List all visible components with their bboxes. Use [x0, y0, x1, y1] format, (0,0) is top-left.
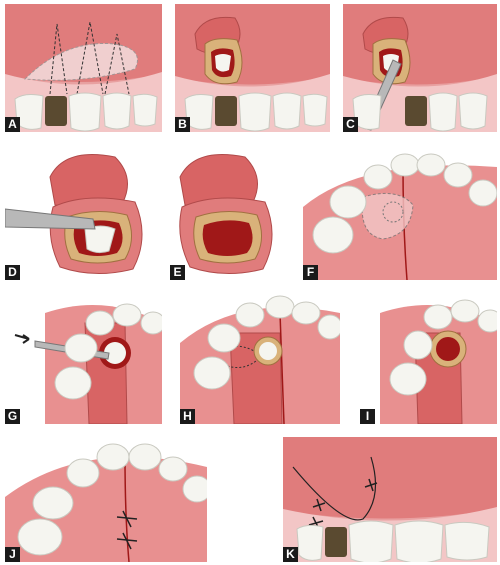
panel-label: H	[180, 409, 195, 424]
panel-label: I	[360, 409, 375, 424]
panel-c-illustration	[343, 4, 497, 132]
panel-e: E	[170, 147, 295, 280]
panel-i-illustration	[360, 293, 497, 424]
panel-j-illustration	[5, 437, 207, 562]
panel-label: B	[175, 117, 190, 132]
panel-b: B	[175, 4, 330, 132]
panel-label: F	[303, 265, 318, 280]
panel-d: D	[5, 147, 162, 280]
panel-j: J	[5, 437, 207, 562]
panel-label: A	[5, 117, 20, 132]
panel-a: A	[5, 4, 162, 132]
panel-label: J	[5, 547, 20, 562]
panel-c: C	[343, 4, 497, 132]
panel-e-illustration	[170, 147, 295, 280]
panel-f-illustration	[303, 147, 497, 280]
panel-d-illustration	[5, 147, 162, 280]
panel-h: H	[180, 293, 340, 424]
panel-label: C	[343, 117, 358, 132]
panel-f: F	[303, 147, 497, 280]
panel-label: K	[283, 547, 298, 562]
panel-i: I	[360, 293, 497, 424]
panel-g: G	[5, 293, 162, 424]
panel-a-illustration	[5, 4, 162, 132]
panel-k-illustration	[283, 437, 497, 562]
panel-label: E	[170, 265, 185, 280]
panel-label: G	[5, 409, 20, 424]
panel-b-illustration	[175, 4, 330, 132]
panel-label: D	[5, 265, 20, 280]
panel-k: K	[283, 437, 497, 562]
panel-g-illustration	[5, 293, 162, 424]
panel-h-illustration	[180, 293, 340, 424]
